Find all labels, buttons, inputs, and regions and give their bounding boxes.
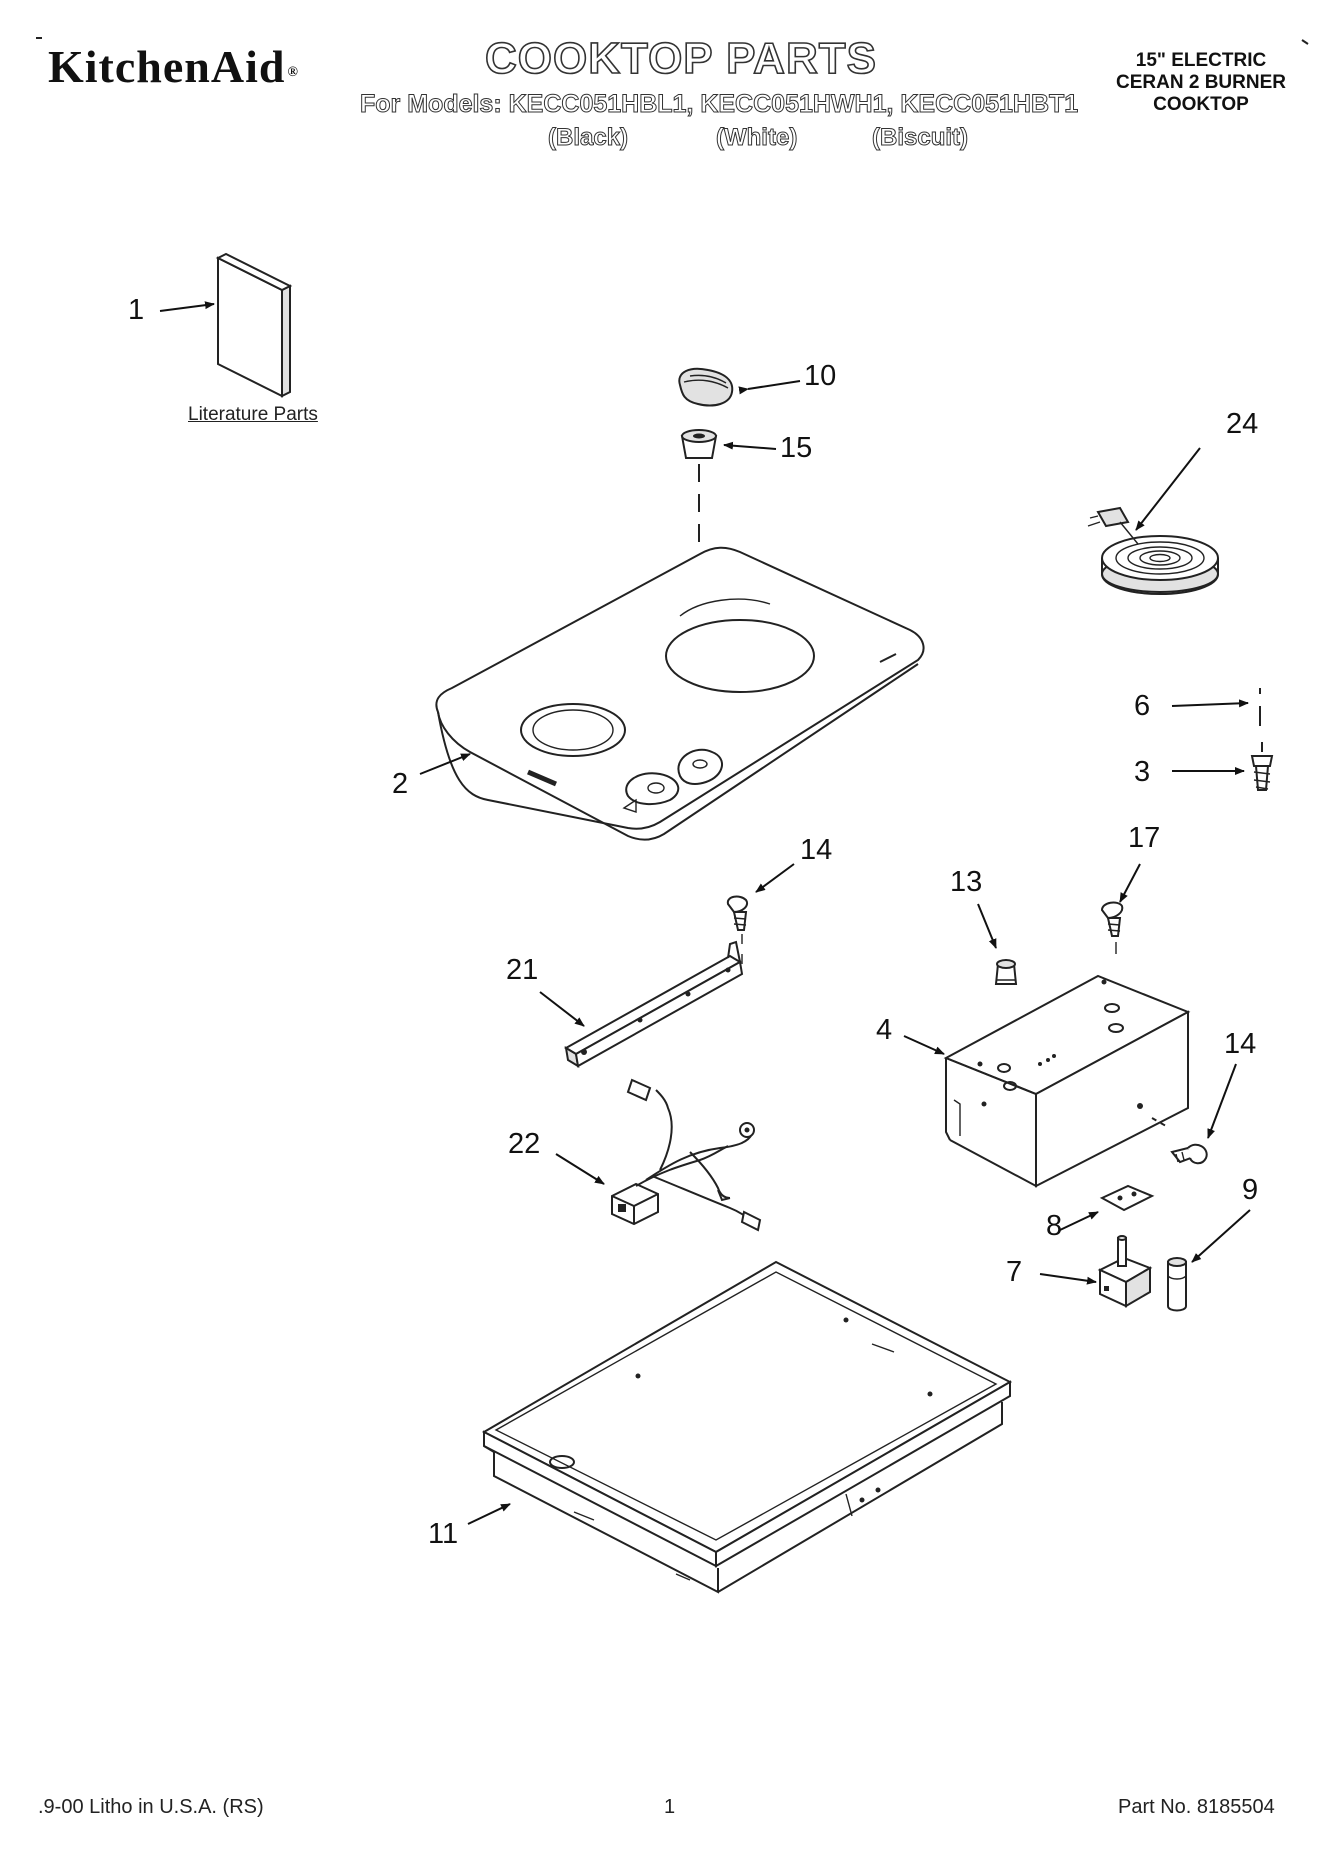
control-box-part (943, 974, 1191, 1188)
product-description: 15" ELECTRIC CERAN 2 BURNER COOKTOP (1086, 50, 1316, 116)
callout-15: 15 (780, 432, 813, 464)
callout-10: 10 (804, 360, 837, 392)
literature-parts-label: Literature Parts (188, 404, 318, 425)
glass-cooktop-part (435, 546, 925, 841)
leader-arrow (977, 903, 997, 949)
footer-page-number: 1 (664, 1796, 676, 1818)
callout-14-lower: 14 (1224, 1028, 1257, 1060)
leader-arrow (1191, 1209, 1251, 1263)
callout-leaders (159, 301, 1251, 1525)
finish-biscuit: (Biscuit) (872, 124, 969, 152)
corner-mark (1301, 39, 1309, 45)
callout-24: 24 (1226, 408, 1259, 440)
bracket-part (564, 940, 744, 1068)
registered-mark: ® (287, 65, 299, 80)
models-line: For Models: KECC051HBL1, KECC051HWH1, KE… (359, 90, 1079, 119)
knob-bushing-part (680, 429, 718, 459)
leader-arrow (1039, 1273, 1097, 1285)
finish-black: (Black) (547, 124, 629, 152)
switch-part (1097, 1235, 1153, 1308)
leader-arrow (1059, 1211, 1099, 1231)
sleeve-part (1167, 1257, 1187, 1312)
wiring-harness-part (611, 1078, 762, 1232)
leader-arrow (738, 380, 801, 395)
radiant-element-part (1087, 506, 1219, 596)
callout-8: 8 (1046, 1210, 1063, 1242)
leader-arrow (723, 441, 777, 450)
leader-arrow (1135, 447, 1201, 531)
leader-arrow (159, 301, 215, 312)
pin-part (1259, 688, 1263, 752)
leader-arrow (1207, 1063, 1237, 1139)
callout-6: 6 (1134, 690, 1151, 722)
plug-part (994, 959, 1018, 985)
page-title: COOKTOP PARTS (484, 33, 877, 84)
description-line: CERAN 2 BURNER (1116, 72, 1286, 93)
leader-arrow (1171, 699, 1249, 708)
screw-part-14a (726, 895, 748, 964)
callout-3: 3 (1134, 756, 1151, 788)
callout-17: 17 (1128, 822, 1161, 854)
footer-part-number: Part No. 8185504 (1118, 1796, 1275, 1818)
bottom-pan-part (481, 1260, 1013, 1594)
callout-7: 7 (1006, 1256, 1023, 1288)
callout-14-upper: 14 (800, 834, 833, 866)
leader-arrow (467, 1503, 511, 1525)
leader-arrow (903, 1035, 945, 1055)
description-line: COOKTOP (1153, 94, 1249, 115)
callout-1: 1 (128, 294, 145, 326)
callout-9: 9 (1242, 1174, 1259, 1206)
leader-arrow (419, 753, 471, 775)
footer-print-info: .9-00 Litho in U.S.A. (RS) (38, 1796, 264, 1818)
callout-11: 11 (428, 1518, 459, 1550)
finish-white: (White) (715, 124, 798, 152)
screw-part-14b (1170, 1143, 1208, 1165)
description-line: 15" ELECTRIC (1135, 50, 1267, 71)
leader-arrow (539, 991, 585, 1027)
brand-logo: KitchenAid® (48, 40, 299, 93)
screw-part-17 (1100, 901, 1124, 954)
leader-arrow (1119, 863, 1141, 903)
callout-21: 21 (506, 954, 539, 986)
callout-2: 2 (392, 768, 409, 800)
screw-part-3 (1250, 755, 1274, 791)
mounting-plate-part (1099, 1184, 1155, 1212)
literature-booklet-part (215, 252, 293, 398)
leader-arrow (555, 1153, 605, 1185)
callout-4: 4 (876, 1014, 893, 1046)
callout-22: 22 (508, 1128, 541, 1160)
knob-part (678, 367, 734, 407)
brand-name: KitchenAid (48, 41, 286, 92)
callout-13: 13 (950, 866, 983, 898)
leader-arrow (755, 863, 795, 893)
